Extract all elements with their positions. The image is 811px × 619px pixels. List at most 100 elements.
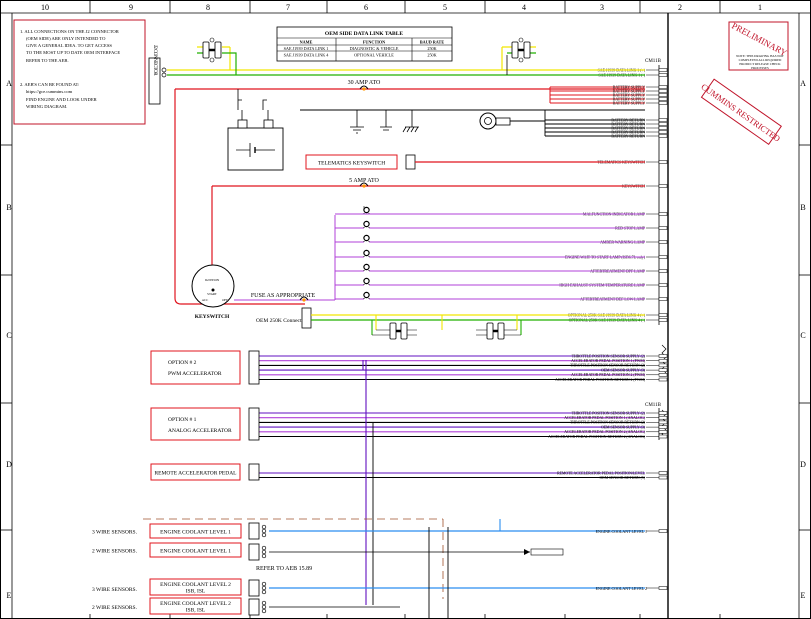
j2-connector-label-box <box>148 57 161 105</box>
coolant-box-3-line1: ENGINE COOLANT LEVEL 2 <box>160 582 231 588</box>
lamp-bulb-icon <box>363 249 370 257</box>
battery-symbol <box>227 89 284 171</box>
signal-label-5: BATTERY SUPPLY <box>613 93 645 97</box>
cm11b-pin <box>658 368 668 372</box>
datalink-row2-function: OPTIONAL VEHICLE <box>354 53 394 58</box>
signal-label-3: BATTERY SUPPLY <box>613 85 645 89</box>
lamp-bulb-icon <box>363 234 370 242</box>
cm11b-pin <box>658 134 668 138</box>
keyswitch-label: KEYSWITCH <box>195 314 230 320</box>
datalink-header-baud: BAUD RATE <box>420 40 444 45</box>
cm11b-pin <box>658 377 668 382</box>
datalink-table: OEM SIDE DATA LINK TABLE NAME FUNCTION B… <box>276 26 453 62</box>
row-letter-right-A: A <box>800 79 806 88</box>
remote-pedal-title: REMOTE ACCELERATOR PEDAL <box>154 471 237 477</box>
row-letter-A: A <box>6 79 12 88</box>
cm11b-pin <box>658 122 668 126</box>
keyswitch-position-off: OFF <box>222 298 228 302</box>
cm11b-pin <box>658 318 668 322</box>
indicator-lamps <box>335 206 645 300</box>
option2-signal-6: ACCELERATOR PEDAL POSITION RETURN 2 (PWM… <box>555 378 646 382</box>
lamp-bulb-icon <box>363 220 370 228</box>
coolant-box-4-line1: ENGINE COOLANT LEVEL 2 <box>160 601 231 607</box>
cm11b-pin <box>658 126 668 130</box>
coolant-signal-2: ENGINE COOLANT LEVEL 2 <box>596 586 647 591</box>
row-letter-right-B: B <box>800 203 805 212</box>
row-letter-D: D <box>6 460 12 469</box>
cm11b-pin <box>658 471 668 475</box>
oem-connection-label: OEM 250K Connection <box>256 318 309 324</box>
row-letter-right-D: D <box>800 460 806 469</box>
datalink-header-function: FUNCTION <box>363 40 385 45</box>
restricted-stamp: CUMMINS RESTRICTED <box>699 78 782 145</box>
option1-title-1: OPTION # 1 <box>168 417 197 423</box>
option1-signal-2: ACCELERATOR PEDAL POSITION 1 (ANALOG) <box>564 416 646 420</box>
option1-signal-4: OEM SENSOR SUPPLY (3) <box>601 425 646 429</box>
lamp-bulb-icon <box>363 291 370 299</box>
preliminary-note-3: PRODUCT RELEASE CHECK <box>739 62 781 66</box>
coolant-sensor-2wire-1: 2 WIRE SENSORS. <box>92 549 138 555</box>
cm11b-pin <box>658 434 668 439</box>
coolant-sensor-2wire-2: 2 WIRE SENSORS. <box>92 605 138 611</box>
column-number-2: 2 <box>678 3 682 12</box>
row-letter-E: E <box>7 591 12 600</box>
cm11b-pin <box>658 420 668 425</box>
datalink-row2-baud: 250K <box>427 53 436 58</box>
signal-label-9: BATTERY RETURN <box>611 122 645 126</box>
note-line-2: (OEM SIDE) ARE ONLY INTENDED TO <box>26 36 106 41</box>
datalink-row2-name: SAE J1939 DATA LINK 4 <box>284 53 330 58</box>
coolant-box-2: ENGINE COOLANT LEVEL 1 <box>160 549 231 555</box>
column-number-5: 5 <box>443 3 447 12</box>
coolant-connector-2 <box>248 543 260 561</box>
cm11b-pin <box>658 97 668 101</box>
fuse-appropriate: FUSE AS APPROPRIATE <box>234 215 336 302</box>
cm11b-pin <box>658 313 668 317</box>
row-letter-right-E: E <box>801 591 806 600</box>
lamp-bulb-icon <box>363 277 370 285</box>
datalink-row1-function: DIAGNOSTIC & VEHICLE <box>350 46 399 51</box>
cm11b-pin <box>658 73 668 77</box>
restricted-text: CUMMINS RESTRICTED <box>699 81 782 143</box>
row-letter-right-C: C <box>800 331 805 340</box>
cm11b-pin <box>658 358 668 363</box>
option2-box: OPTION # 2 PWM ACCELERATOR <box>150 350 260 385</box>
keyswitch-position-acc: ACC <box>202 298 209 302</box>
preliminary-note-1: NOTE: THIS DRAWING HAS NOT <box>736 54 784 58</box>
signal-label-6: BATTERY SUPPLY <box>613 97 645 101</box>
cm11b-pin <box>658 363 668 368</box>
note-line-5: REFER TO THE AEB. <box>26 58 69 63</box>
oem-250k-connection: OEM 250K Connection <box>256 307 645 340</box>
column-number-10: 10 <box>41 3 49 12</box>
keyswitch-position-start: START <box>207 292 217 296</box>
datalink-table-title: OEM SIDE DATA LINK TABLE <box>325 31 403 37</box>
ground-ring-terminal <box>479 112 545 130</box>
cm11b-pin <box>658 411 668 415</box>
row-letter-B: B <box>6 203 11 212</box>
cm11b-pin <box>658 475 668 480</box>
note-line-7: https://gce.cummins.com <box>26 89 73 94</box>
cm11b-pin <box>658 529 668 533</box>
coolant-sensor-3wire-2: 3 WIRE SENSORS. <box>92 587 138 593</box>
wires-layer <box>259 86 645 605</box>
preliminary-stamp: PRELIMINARY NOTE: THIS DRAWING HAS NOT C… <box>728 21 789 71</box>
coolant-box-1: ENGINE COOLANT LEVEL 1 <box>160 530 231 536</box>
fuse-5amp: 5 AMP ATO <box>211 178 645 268</box>
note-line-8: FIND ENGINE AND LOOK UNDER <box>26 97 98 102</box>
cm11b-label-top: CM11B <box>645 59 662 64</box>
cm11b-pin <box>658 297 668 301</box>
row-letter-C: C <box>6 331 11 340</box>
notes-box <box>13 19 146 125</box>
cm11b-pin <box>658 212 668 216</box>
preliminary-text: PRELIMINARY <box>730 21 789 59</box>
fuse-30amp: 30 AMP ATO <box>175 80 645 91</box>
cm11b-pin <box>658 85 668 89</box>
option1-signal-6: ACCELERATOR PEDAL POSITION RETURN 2 (ANA… <box>548 435 646 439</box>
coolant-box-3-line2: ISB, ISL <box>186 589 206 595</box>
option1-signal-3: THROTTLE POSITION SENSOR RETURN (2) <box>570 421 646 425</box>
cm11b-pin <box>658 160 668 164</box>
cm11b-pin <box>658 255 668 259</box>
remote-pedal-signal-2: OEM SENSOR RETURN (5) <box>600 476 646 480</box>
option2-signal-4: OEM SENSOR SUPPLY (3) <box>601 368 646 372</box>
column-number-8: 8 <box>206 3 210 12</box>
cm11b-pin <box>658 68 668 72</box>
